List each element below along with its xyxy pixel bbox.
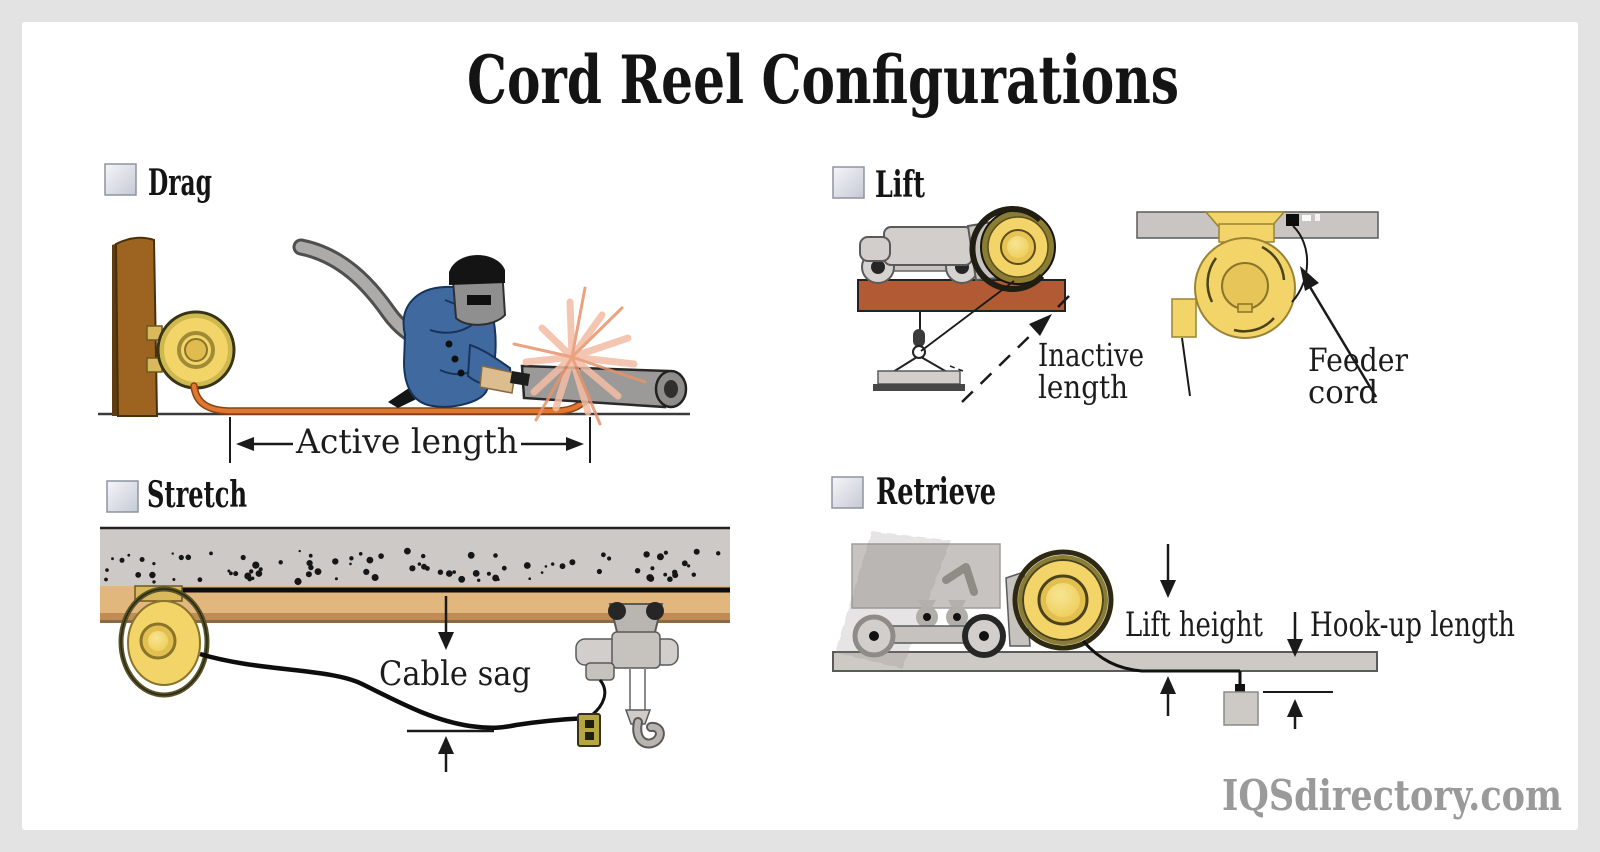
cord-reel-drag-icon bbox=[146, 310, 236, 390]
cord-reel-lift-icon bbox=[969, 206, 1056, 292]
welder-glove bbox=[479, 365, 516, 394]
concrete-aggregate-dots bbox=[104, 547, 721, 586]
cord-plug bbox=[1235, 684, 1245, 692]
hoist-hook bbox=[892, 311, 948, 373]
helmet-visor bbox=[467, 295, 491, 305]
page-title: Cord Reel Configurations bbox=[467, 41, 1179, 119]
retrieve-section-label: Retrieve bbox=[876, 471, 996, 513]
ceiling-reel-icon bbox=[1136, 211, 1379, 397]
welding-torch bbox=[510, 371, 530, 386]
inactive-length-label-line2: length bbox=[1038, 368, 1128, 406]
retrieve-beam bbox=[832, 651, 1378, 672]
pendant-control-icon bbox=[577, 679, 607, 747]
welding-sparks-icon bbox=[512, 286, 647, 426]
retrieve-legend-swatch-icon bbox=[831, 476, 864, 509]
infographic-panel bbox=[22, 22, 1578, 830]
stretch-legend-swatch-icon bbox=[106, 480, 139, 513]
feeder-cord-curve bbox=[1291, 225, 1309, 303]
section-drag: Drag bbox=[98, 162, 690, 463]
lifted-platform bbox=[873, 365, 965, 391]
lift-height-label: Lift height bbox=[1125, 605, 1263, 645]
feeder-plug bbox=[1286, 214, 1299, 226]
active-length-label: Active length bbox=[295, 422, 518, 462]
lift-legend-swatch-icon bbox=[832, 166, 865, 199]
retrieval-cart-icon bbox=[835, 531, 1031, 669]
inactive-length-label-line1: Inactive bbox=[1038, 336, 1144, 374]
welder-figure bbox=[388, 255, 530, 408]
cable-sag-dimension bbox=[407, 596, 494, 772]
sagging-cable bbox=[199, 651, 589, 731]
stretch-section-label: Stretch bbox=[147, 474, 247, 516]
lift-section-label: Lift bbox=[875, 164, 925, 206]
drag-legend-swatch-icon bbox=[104, 163, 137, 196]
power-cord bbox=[190, 382, 590, 415]
inactive-length-pointer bbox=[961, 295, 1070, 403]
hook-up-length-label: Hook-up length bbox=[1310, 605, 1515, 645]
feeder-cord-label-line1: Feeder bbox=[1308, 341, 1409, 379]
active-length-dimension bbox=[229, 417, 591, 463]
hoist-icon bbox=[575, 602, 679, 749]
section-stretch: Stretch bbox=[100, 474, 730, 772]
section-retrieve: Retrieve bbox=[831, 471, 1515, 729]
cord-reel-retrieve-icon bbox=[1012, 549, 1114, 651]
watermark: IQSdirectory.com bbox=[1222, 771, 1562, 820]
hook-up-length-dimension bbox=[1263, 612, 1333, 729]
cable-sag-label: Cable sag bbox=[379, 654, 531, 694]
feeder-cord-label-line2: cord bbox=[1308, 373, 1378, 411]
section-lift: Lift bbox=[832, 164, 1409, 411]
inactive-cable bbox=[920, 280, 1015, 352]
cord-reel-stretch-icon bbox=[118, 585, 210, 698]
feeder-cord-pointer bbox=[1300, 266, 1378, 398]
lift-height-dimension bbox=[1160, 544, 1176, 716]
drag-section-label: Drag bbox=[148, 162, 212, 204]
retrieve-cord bbox=[1081, 639, 1259, 726]
hook-up-box bbox=[1223, 691, 1259, 726]
